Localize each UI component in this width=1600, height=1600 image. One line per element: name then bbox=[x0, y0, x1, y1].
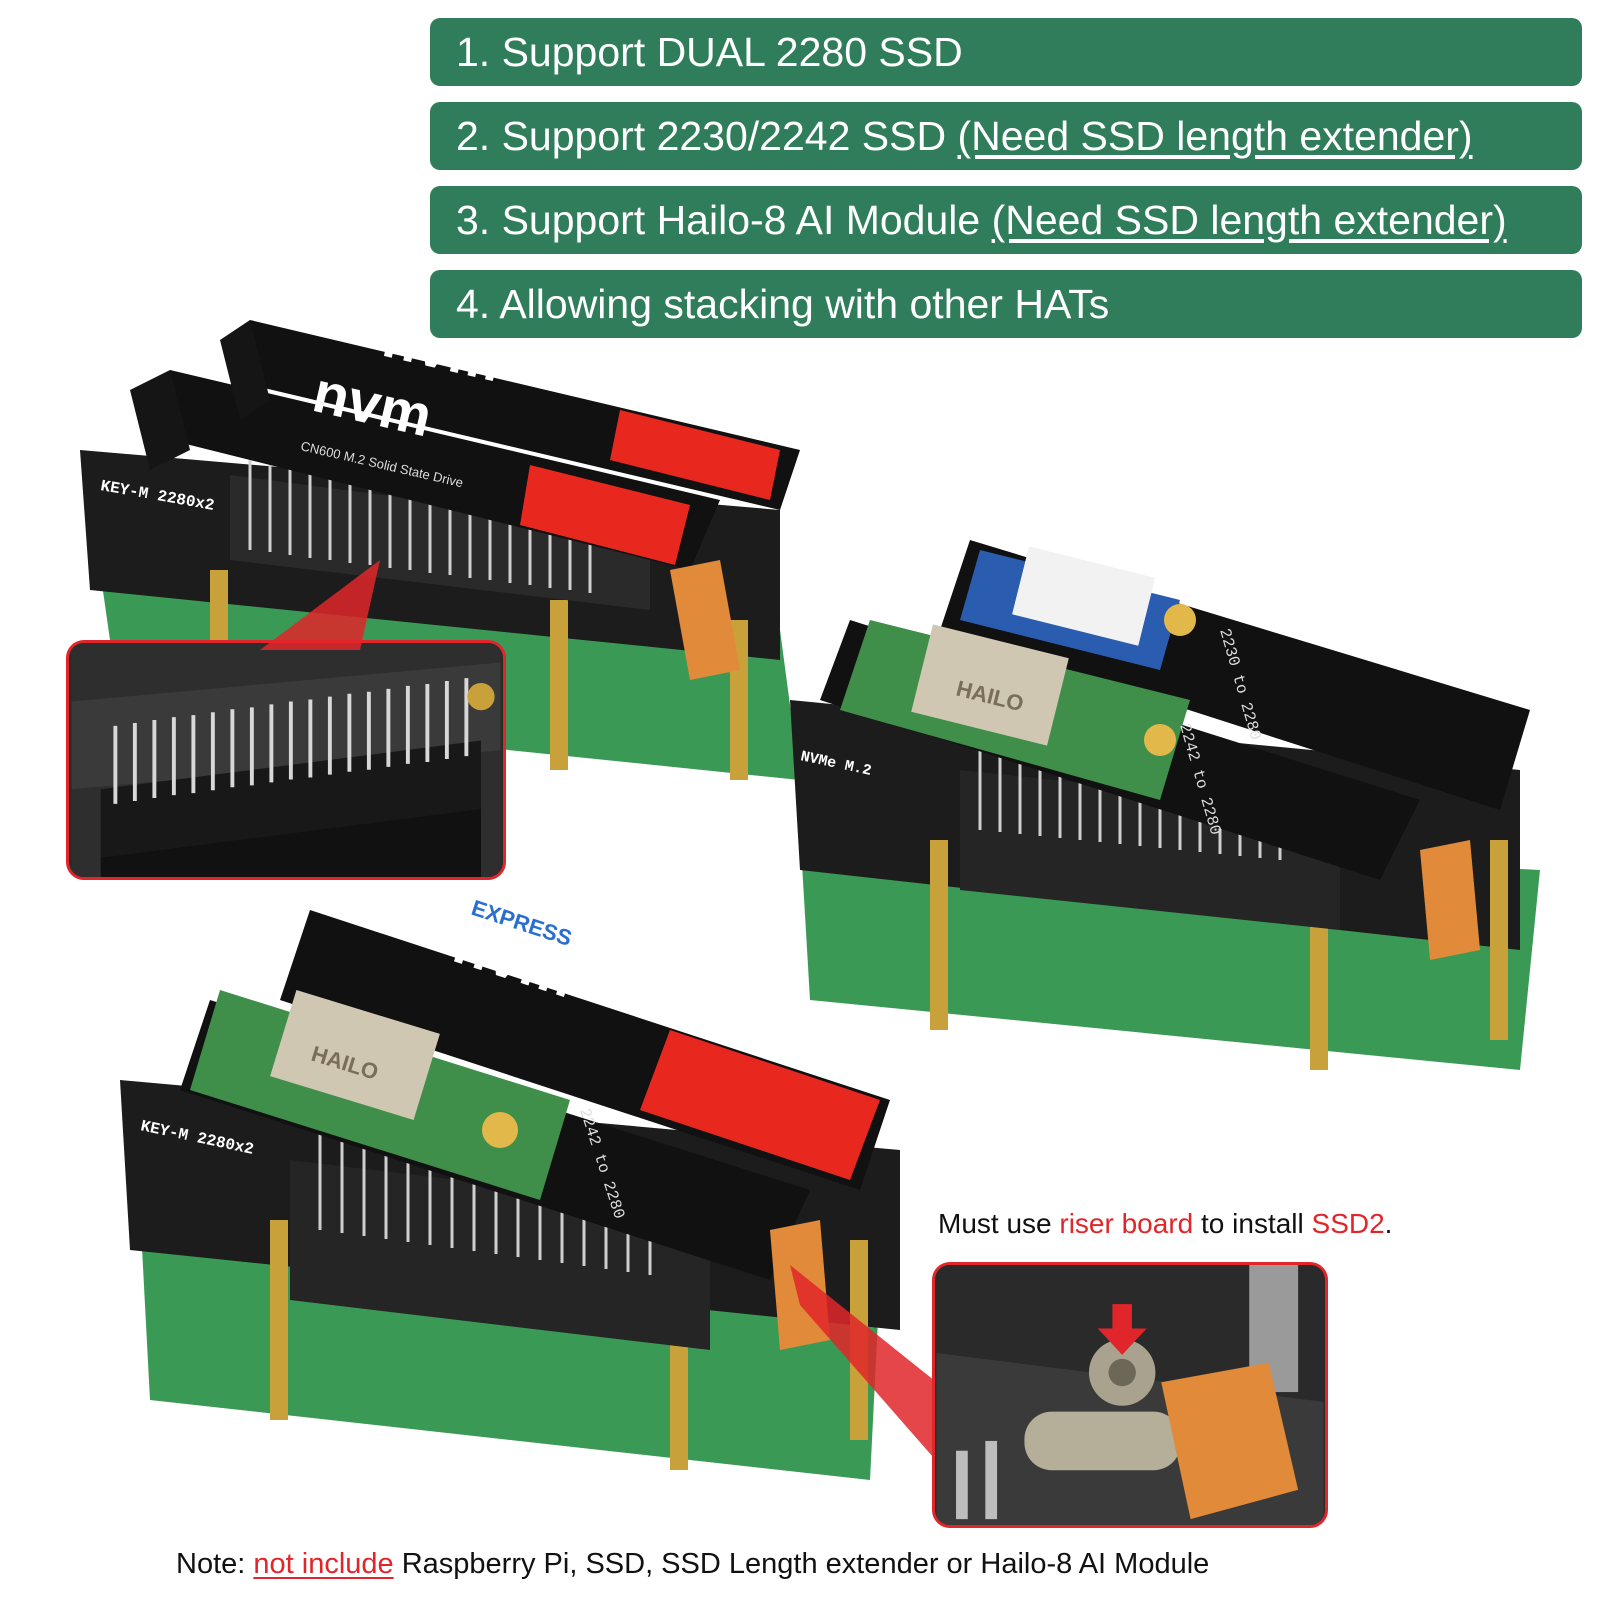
arrow-down-icon bbox=[1097, 1304, 1147, 1355]
extender-illustration: HAILO 2230 to 2280 2242 to 2280 NVMe M.2 bbox=[790, 540, 1540, 1070]
riser-caption: Must use riser board to install SSD2. bbox=[938, 1208, 1392, 1240]
zoom-inset-gpio-riser bbox=[66, 640, 506, 880]
note-prefix: Note: bbox=[176, 1548, 254, 1580]
riser-closeup bbox=[936, 1265, 1324, 1525]
footer-note: Note: not include Raspberry Pi, SSD, SSD… bbox=[176, 1548, 1209, 1581]
feature-text: 1. Support DUAL 2280 SSD bbox=[456, 29, 963, 75]
feature-text: 3. Support Hailo-8 AI Module bbox=[456, 197, 992, 243]
feature-note: (Need SSD length extender) bbox=[991, 197, 1507, 243]
feature-text: 2. Support 2230/2242 SSD bbox=[456, 113, 958, 159]
note-highlight: not include bbox=[253, 1548, 394, 1580]
feature-text: 4. Allowing stacking with other HATs bbox=[456, 281, 1110, 327]
feature-note: (Need SSD length extender) bbox=[957, 113, 1473, 159]
zoom-pointer-beam bbox=[260, 560, 380, 650]
feature-banner-1: 1. Support DUAL 2280 SSD bbox=[430, 18, 1582, 86]
feature-banner-3: 3. Support Hailo-8 AI Module (Need SSD l… bbox=[430, 186, 1582, 254]
feature-banner-4: 4. Allowing stacking with other HATs bbox=[430, 270, 1582, 338]
riser-pointer-beam bbox=[790, 1265, 940, 1465]
caption-text: to install bbox=[1193, 1208, 1312, 1239]
product-photo-hailo-ssd: nvm EXPRESS HAILO 2242 to 2280 KEY-M 228… bbox=[110, 880, 910, 1500]
gpio-pins-closeup bbox=[71, 643, 501, 877]
riser-board-highlight: riser board bbox=[1059, 1208, 1194, 1239]
feature-banner-2: 2. Support 2230/2242 SSD (Need SSD lengt… bbox=[430, 102, 1582, 170]
hailo-ssd-illustration: nvm EXPRESS HAILO 2242 to 2280 KEY-M 228… bbox=[120, 895, 900, 1480]
caption-text: Must use bbox=[938, 1208, 1060, 1239]
note-text: Raspberry Pi, SSD, SSD Length extender o… bbox=[393, 1548, 1210, 1580]
caption-text: . bbox=[1384, 1208, 1393, 1239]
product-photo-extenders: HAILO 2230 to 2280 2242 to 2280 NVMe M.2 bbox=[780, 510, 1580, 1090]
zoom-inset-riser-board bbox=[932, 1262, 1328, 1528]
ssd2-highlight: SSD2 bbox=[1311, 1208, 1385, 1239]
